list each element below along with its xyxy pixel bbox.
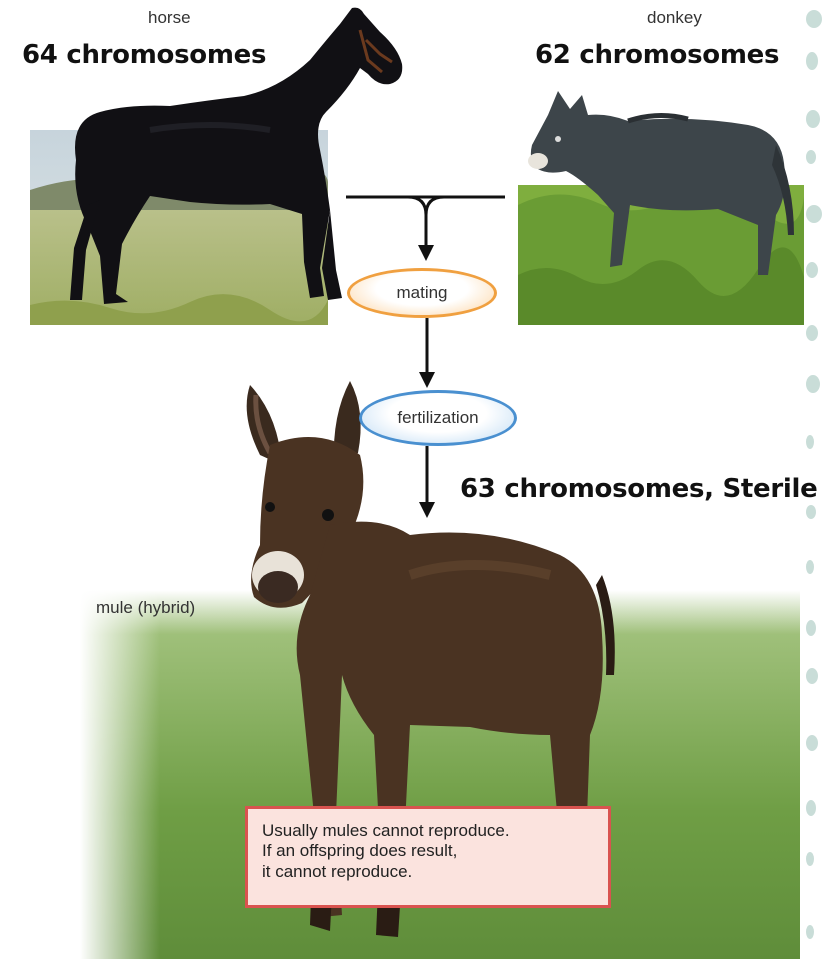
decor-dot — [806, 205, 822, 223]
decor-dot — [806, 735, 818, 751]
mating-step: mating — [347, 268, 497, 318]
decor-dot — [806, 10, 822, 28]
decor-dot — [806, 325, 818, 341]
offspring-chromosome-count: 63 chromosomes, Sterile — [460, 474, 817, 504]
decor-dot — [806, 668, 818, 684]
note-line: If an offspring does result, — [262, 841, 594, 861]
mule-label: mule (hybrid) — [96, 598, 195, 618]
decor-dot — [806, 52, 818, 70]
donkey-photo — [518, 85, 804, 325]
decor-dot — [806, 150, 816, 164]
decor-dot — [806, 852, 814, 866]
decor-dot — [806, 505, 816, 519]
decor-dot — [806, 375, 820, 393]
decor-dot — [806, 262, 818, 278]
fertilization-label: fertilization — [397, 408, 478, 428]
mating-connector — [340, 185, 510, 275]
decor-dot — [806, 560, 814, 574]
donkey-chromosome-count: 62 chromosomes — [535, 40, 779, 70]
donkey-label: donkey — [647, 8, 702, 28]
decor-dot — [806, 620, 816, 636]
decor-dot — [806, 800, 816, 816]
arrow-to-offspring — [416, 446, 438, 520]
decor-dot — [806, 110, 820, 128]
decor-dot — [806, 925, 814, 939]
decor-dot — [806, 435, 814, 449]
note-line: it cannot reproduce. — [262, 862, 594, 882]
note-line: Usually mules cannot reproduce. — [262, 821, 594, 841]
sterility-note: Usually mules cannot reproduce. If an of… — [245, 806, 611, 908]
mating-label: mating — [396, 283, 447, 303]
fertilization-step: fertilization — [359, 390, 517, 446]
